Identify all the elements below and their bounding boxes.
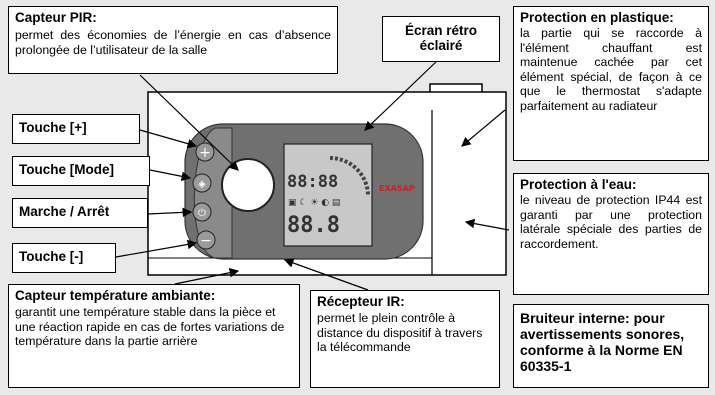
leader-lines bbox=[115, 59, 510, 291]
protection-eau-text: le niveau de protection IP44 est garanti… bbox=[520, 193, 702, 251]
protection-plastique-text: la partie qui se raccorde à l'élément ch… bbox=[520, 26, 702, 113]
mode-button-icon[interactable]: ◈ bbox=[192, 173, 212, 193]
bruiteur-title: Bruiteur interne: pour avertissements so… bbox=[520, 310, 685, 374]
capteur-pir-text: permet des économies de l’énergie en cas… bbox=[15, 28, 331, 57]
label-touche-moins: Touche [-] bbox=[12, 243, 116, 273]
recepteur-ir-title: Récepteur IR: bbox=[317, 294, 405, 309]
label-capteur-pir: Capteur PIR: permet des économies de l’é… bbox=[8, 6, 338, 74]
svg-text:◈: ◈ bbox=[198, 179, 206, 190]
capteur-temperature-title: Capteur température ambiante: bbox=[15, 288, 216, 303]
label-touche-mode: Touche [Mode] bbox=[12, 156, 150, 186]
label-capteur-temperature: Capteur température ambiante: garantit u… bbox=[8, 284, 300, 388]
lcd-bottom-digits: 88.8 bbox=[287, 213, 340, 238]
lcd-top-digits: 88:88 bbox=[287, 172, 338, 192]
svg-text:⏻: ⏻ bbox=[198, 208, 206, 219]
label-protection-plastique: Protection en plastique: la partie qui s… bbox=[513, 6, 709, 161]
minus-button-icon[interactable]: − bbox=[196, 230, 216, 250]
brand-logo: EXASAP bbox=[379, 184, 415, 193]
label-recepteur-ir: Récepteur IR: permet le plein contrôle à… bbox=[310, 290, 500, 388]
plus-button-icon[interactable]: + bbox=[195, 142, 215, 162]
lcd-screen bbox=[283, 143, 373, 247]
ecran-title: Écran rétro éclairé bbox=[404, 23, 478, 53]
label-protection-eau: Protection à l'eau: le niveau de protect… bbox=[513, 173, 709, 295]
protection-eau-title: Protection à l'eau: bbox=[520, 177, 637, 192]
power-button-icon[interactable]: ⏻ bbox=[192, 202, 212, 222]
pir-sensor-dial bbox=[221, 158, 275, 212]
svg-text:−: − bbox=[200, 233, 212, 249]
label-bruiteur: Bruiteur interne: pour avertissements so… bbox=[513, 304, 709, 388]
recepteur-ir-text: permet le plein contrôle à distance du d… bbox=[317, 311, 483, 355]
label-ecran: Écran rétro éclairé bbox=[382, 16, 500, 62]
lcd-icons-row: ▣ ☾ ☀ ◐ ▤ bbox=[288, 198, 340, 208]
capteur-pir-title: Capteur PIR: bbox=[15, 10, 97, 25]
capteur-temperature-text: garantit une température stable dans la … bbox=[15, 305, 285, 349]
svg-text:+: + bbox=[199, 145, 211, 161]
protection-plastique-title: Protection en plastique: bbox=[520, 10, 674, 25]
label-touche-plus: Touche [+] bbox=[12, 114, 140, 144]
label-marche-arret: Marche / Arrêt bbox=[12, 198, 148, 228]
